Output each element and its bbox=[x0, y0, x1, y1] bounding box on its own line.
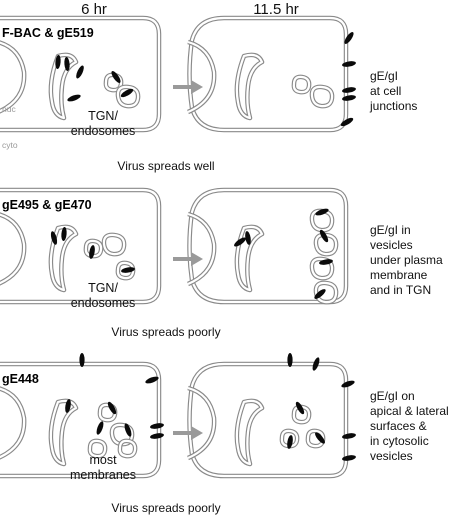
panel-title: gE448 bbox=[2, 372, 39, 386]
side-text-line: gE/gI bbox=[370, 69, 398, 83]
side-text-line: surfaces & bbox=[370, 419, 427, 433]
side-text-line: vesicles bbox=[370, 238, 413, 252]
ge-gi-protein bbox=[79, 353, 85, 367]
nuc-label: nuc bbox=[2, 104, 16, 114]
nucleus bbox=[0, 42, 24, 112]
vesicle bbox=[104, 235, 124, 254]
tgn-organelle bbox=[237, 55, 262, 118]
organelle-label-line2: membranes bbox=[70, 468, 136, 482]
tgn-organelle bbox=[237, 401, 262, 464]
header-11-5hr: 11.5 hr bbox=[253, 1, 299, 18]
header-6hr: 6 hr bbox=[81, 1, 107, 18]
panel-1: F-BAC & gE519 nuc cyto TGN/ endosomes Vi… bbox=[0, 18, 417, 173]
panel-caption: Virus spreads poorly bbox=[111, 501, 220, 515]
panel-3: gE448 most membranes Virus spreads poorl… bbox=[0, 353, 449, 515]
tgn-organelle bbox=[51, 55, 76, 118]
panel-2: gE495 & gE470 TGN/ endosomes Virus sprea… bbox=[0, 190, 443, 339]
organelle-label-line1: TGN/ bbox=[88, 281, 118, 295]
panel-caption: Virus spreads poorly bbox=[111, 325, 220, 339]
cyto-label: cyto bbox=[2, 140, 18, 150]
vesicle bbox=[312, 87, 332, 106]
organelle-label-line2: endosomes bbox=[71, 296, 136, 310]
ge-gi-protein bbox=[66, 93, 82, 103]
ge-gi-protein bbox=[314, 207, 330, 217]
side-text-line: gE/gI in bbox=[370, 223, 411, 237]
tgn-organelle bbox=[51, 401, 76, 464]
vesicle bbox=[294, 77, 309, 92]
panel-title: gE495 & gE470 bbox=[2, 198, 92, 212]
panel-title: F-BAC & gE519 bbox=[2, 26, 94, 40]
side-text-line: junctions bbox=[369, 99, 417, 113]
side-text-line: gE/gI on bbox=[370, 389, 415, 403]
vesicle bbox=[120, 441, 135, 456]
organelle-label-line2: endosomes bbox=[71, 124, 136, 138]
side-text-line: and in TGN bbox=[370, 283, 431, 297]
ge-gi-protein bbox=[95, 420, 105, 436]
organelle-label-line1: most bbox=[89, 453, 117, 467]
side-text-line: membrane bbox=[370, 268, 428, 282]
organelle-label-line1: TGN/ bbox=[88, 109, 118, 123]
nucleus bbox=[0, 214, 24, 284]
ge-gi-protein bbox=[74, 64, 86, 80]
panel-caption: Virus spreads well bbox=[117, 159, 214, 173]
side-text-line: vesicles bbox=[370, 449, 413, 463]
side-text-line: apical & lateral bbox=[370, 404, 449, 418]
side-text-line: at cell bbox=[370, 84, 401, 98]
nucleus bbox=[0, 388, 24, 458]
side-text-line: in cytosolic bbox=[370, 434, 429, 448]
ge-gi-protein bbox=[287, 353, 293, 367]
side-text-line: under plasma bbox=[370, 253, 443, 267]
